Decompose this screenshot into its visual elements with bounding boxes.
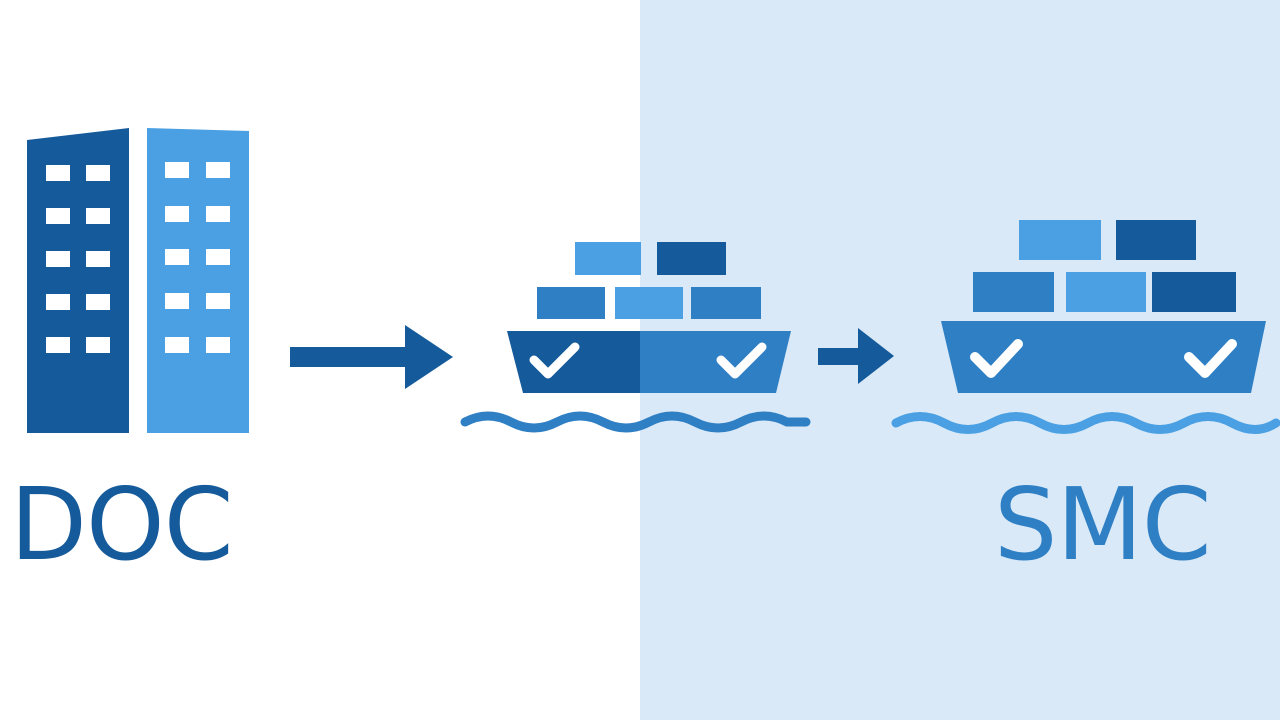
smc-label: SMC	[994, 466, 1212, 583]
cargo-ship-icon	[460, 242, 811, 433]
doc-label: DOC	[10, 466, 234, 583]
arrow-right-icon	[818, 328, 894, 384]
building-icon	[27, 128, 249, 433]
ship-containers	[537, 242, 761, 319]
building-left-tower	[27, 128, 129, 433]
checkmark-icon	[1184, 339, 1237, 378]
checkmark-icon	[529, 342, 580, 379]
ship-hull-left	[507, 331, 640, 393]
checkmark-icon	[970, 339, 1023, 378]
building-right-tower	[147, 128, 249, 433]
ship-hull-right	[640, 331, 791, 393]
waves-icon	[891, 412, 1280, 434]
ship-hull	[941, 321, 1266, 393]
ship-containers	[973, 220, 1236, 312]
waves-icon	[460, 411, 811, 433]
cargo-ship-icon	[891, 220, 1280, 434]
checkmark-icon	[716, 342, 767, 379]
arrow-right-icon	[290, 325, 453, 389]
building-windows	[46, 162, 230, 353]
